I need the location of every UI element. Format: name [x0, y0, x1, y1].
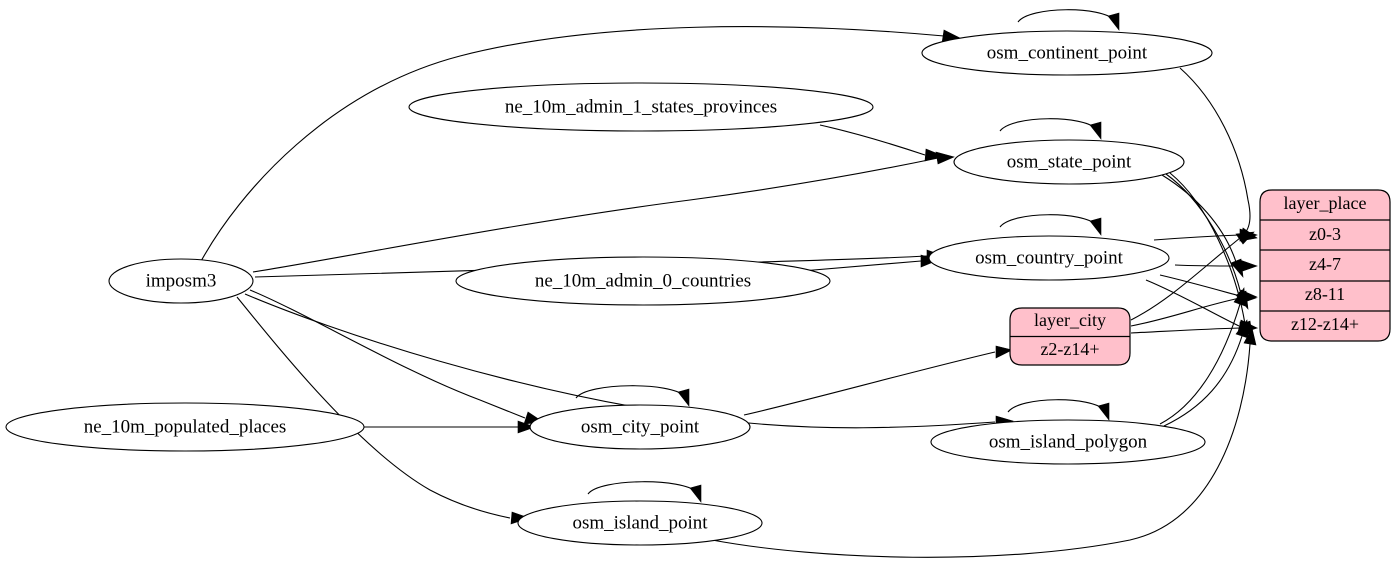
layer-place-body: [1259, 189, 1391, 342]
edge-imposm3-to-osm-city-point: [249, 289, 544, 425]
node-osm-island-polygon[interactable]: osm_island_polygon: [930, 419, 1206, 465]
edge-ne-countries-to-osm-country-point: [789, 254, 939, 273]
layer-city-header-label: layer_city: [1034, 310, 1106, 330]
edge-self-loop-osm-island-point: [587, 481, 702, 503]
edge-osm-island-point-to-layer-place-z12-z14: [711, 327, 1257, 558]
layer-place-row-z0-3[interactable]: z0-3: [1309, 224, 1341, 244]
edge-osm-continent-point-to-layer-place-z0-3: [1179, 67, 1258, 242]
edge-self-loop-osm-continent-point: [1017, 9, 1120, 31]
edge-self-loop-osm-island-polygon: [1007, 399, 1110, 421]
edge-layer-city-to-layer-place-z0-3: [1130, 231, 1255, 321]
node-osm-island-polygon-label: osm_island_polygon: [989, 431, 1148, 452]
node-ne-10m-populated-places[interactable]: ne_10m_populated_places: [5, 402, 365, 452]
node-osm-island-point-label: osm_island_point: [572, 512, 708, 533]
edge-ne-places-to-osm-city-point: [363, 420, 536, 434]
edge-imposm3-to-osm-state-point: [252, 151, 955, 273]
node-layer-place[interactable]: layer_place z0-3 z4-7 z8-11 z12-z14+: [1259, 189, 1391, 342]
node-osm-country-point-label: osm_country_point: [975, 247, 1123, 268]
edge-imposm3-to-osm-continent-point: [199, 26, 961, 264]
layer-place-row-z8-11[interactable]: z8-11: [1305, 284, 1345, 304]
edge-self-loop-osm-state-point: [999, 118, 1102, 140]
edge-osm-city-point-to-layer-city: [743, 345, 1013, 416]
edge-osm-country-point-to-layer-place-z4-7: [1174, 259, 1258, 273]
edge-osm-state-point-to-layer-place-z12-z14: [1169, 172, 1254, 340]
node-osm-city-point-label: osm_city_point: [581, 416, 700, 437]
edge-osm-island-polygon-to-layer-place-z12-z14: [1163, 319, 1249, 427]
layer-place-row-z12-z14[interactable]: z12-z14+: [1291, 314, 1359, 334]
node-layer-city[interactable]: layer_city z2-z14+: [1009, 307, 1131, 366]
node-osm-island-point[interactable]: osm_island_point: [517, 500, 763, 546]
edge-self-loop-osm-city-point: [575, 385, 690, 407]
node-ne-10m-admin-1-states-provinces[interactable]: ne_10m_admin_1_states_provinces: [408, 82, 874, 132]
node-osm-continent-point-label: osm_continent_point: [987, 42, 1148, 63]
node-ne-states-label: ne_10m_admin_1_states_provinces: [505, 96, 777, 117]
node-osm-state-point[interactable]: osm_state_point: [953, 139, 1185, 185]
edge-self-loop-osm-country-point: [999, 214, 1102, 236]
node-imposm3-label: imposm3: [146, 270, 217, 291]
node-osm-city-point[interactable]: osm_city_point: [529, 404, 751, 450]
node-ne-places-label: ne_10m_populated_places: [84, 416, 287, 437]
node-layer: imposm3 ne_10m_admin_1_states_provinces …: [5, 30, 1391, 546]
layer-city-row-z2-z14[interactable]: z2-z14+: [1040, 339, 1099, 359]
node-osm-country-point[interactable]: osm_country_point: [928, 235, 1170, 281]
edge-osm-island-polygon-to-layer-place-z8-11: [1159, 287, 1246, 425]
layer-place-row-z4-7[interactable]: z4-7: [1309, 254, 1341, 274]
node-imposm3[interactable]: imposm3: [108, 258, 254, 304]
edge-ne-states-to-osm-state-point: [819, 124, 944, 162]
node-ne-countries-label: ne_10m_admin_0_countries: [535, 270, 751, 291]
node-osm-continent-point[interactable]: osm_continent_point: [921, 30, 1213, 76]
node-ne-10m-admin-0-countries[interactable]: ne_10m_admin_0_countries: [455, 256, 831, 306]
layer-place-header-label: layer_place: [1284, 193, 1367, 213]
node-osm-state-point-label: osm_state_point: [1007, 151, 1132, 172]
